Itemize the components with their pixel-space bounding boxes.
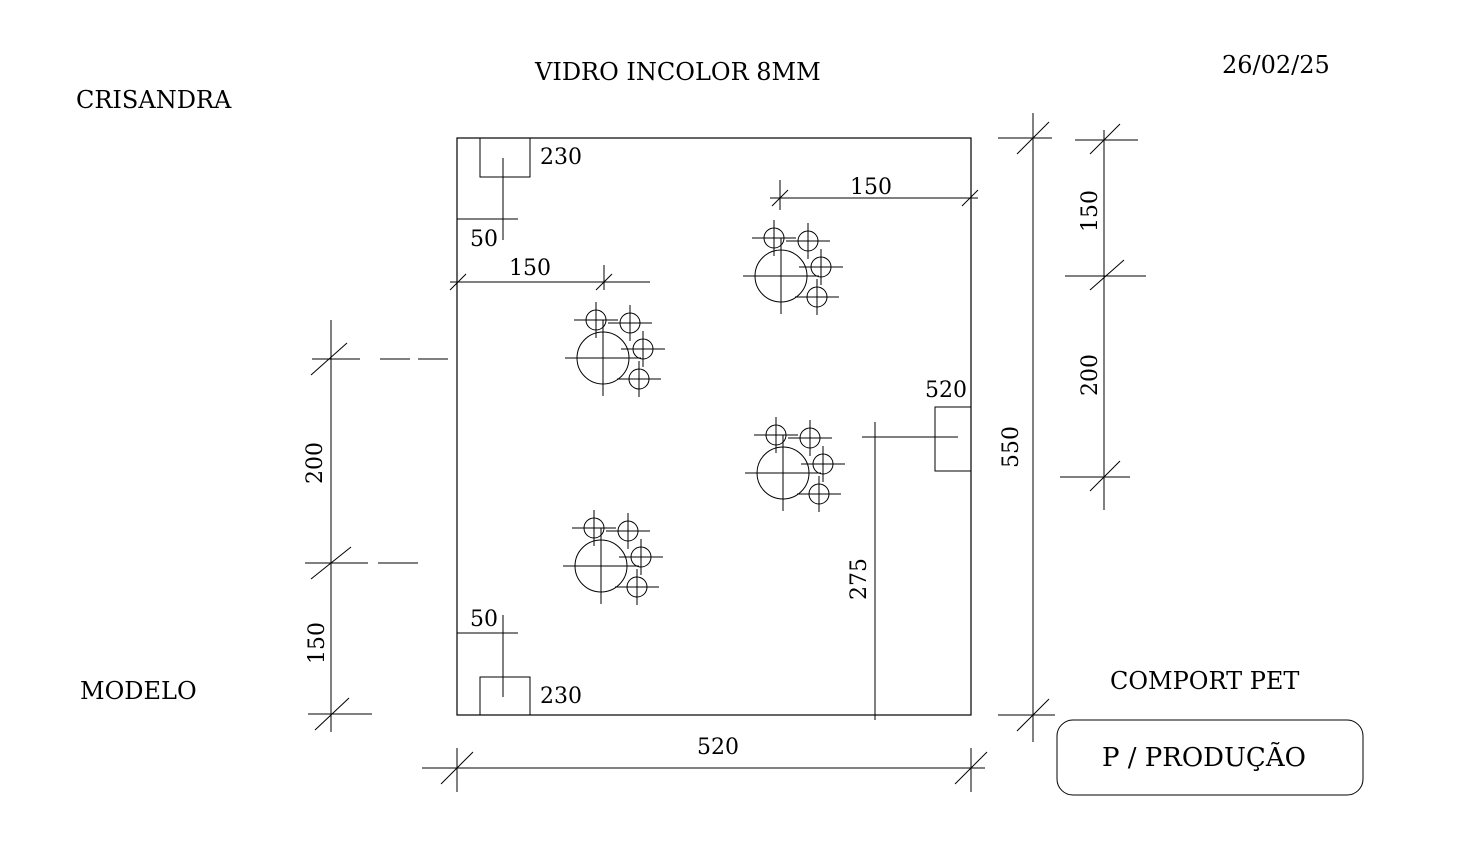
dim-inner-height: 275 (847, 558, 872, 600)
dim-notch-top-width: 230 (540, 145, 582, 170)
dim-right-top: 150 (1078, 190, 1103, 232)
dim-height: 550 (999, 426, 1024, 468)
production-stamp: P / PRODUÇÃO (1102, 741, 1306, 773)
model-label: MODELO (80, 677, 197, 705)
model-name: COMPORT PET (1110, 667, 1299, 695)
production-stamp-box (1056, 719, 1364, 796)
dim-right-mid: 200 (1078, 354, 1103, 396)
dim-height-line: 550 (998, 113, 1055, 742)
drawing-date: 26/02/25 (1222, 51, 1330, 79)
notch-right: 520 (862, 378, 972, 472)
dim-left-mid: 200 (303, 442, 328, 484)
dim-width: 520 (697, 735, 739, 760)
dim-notch-bottom-depth: 50 (470, 607, 498, 632)
glass-panel (456, 137, 972, 716)
hole-clusters (563, 220, 845, 605)
dim-inner-height-line: 275 (847, 422, 876, 720)
dim-right-chain: 150 200 (1060, 123, 1146, 510)
dim-left-chain: 200 150 (303, 320, 448, 732)
dim-top-left-offset: 150 (509, 256, 551, 281)
dim-left-bottom: 150 (305, 622, 330, 664)
dim-top-right-offset: 150 (850, 175, 892, 200)
dim-top-left-offset-line: 150 (449, 256, 650, 291)
drawing-title: VIDRO INCOLOR 8MM (534, 58, 821, 86)
dim-notch-right: 520 (925, 378, 967, 403)
dim-top-right-offset-line: 150 (770, 175, 979, 210)
dim-notch-top-depth: 50 (470, 227, 498, 252)
client-name: CRISANDRA (76, 86, 232, 114)
dim-notch-bottom-width: 230 (540, 684, 582, 709)
notch-top-left: 230 50 (457, 137, 582, 252)
notch-bottom-left: 230 50 (457, 607, 582, 716)
dim-width-line: 520 (422, 735, 988, 792)
